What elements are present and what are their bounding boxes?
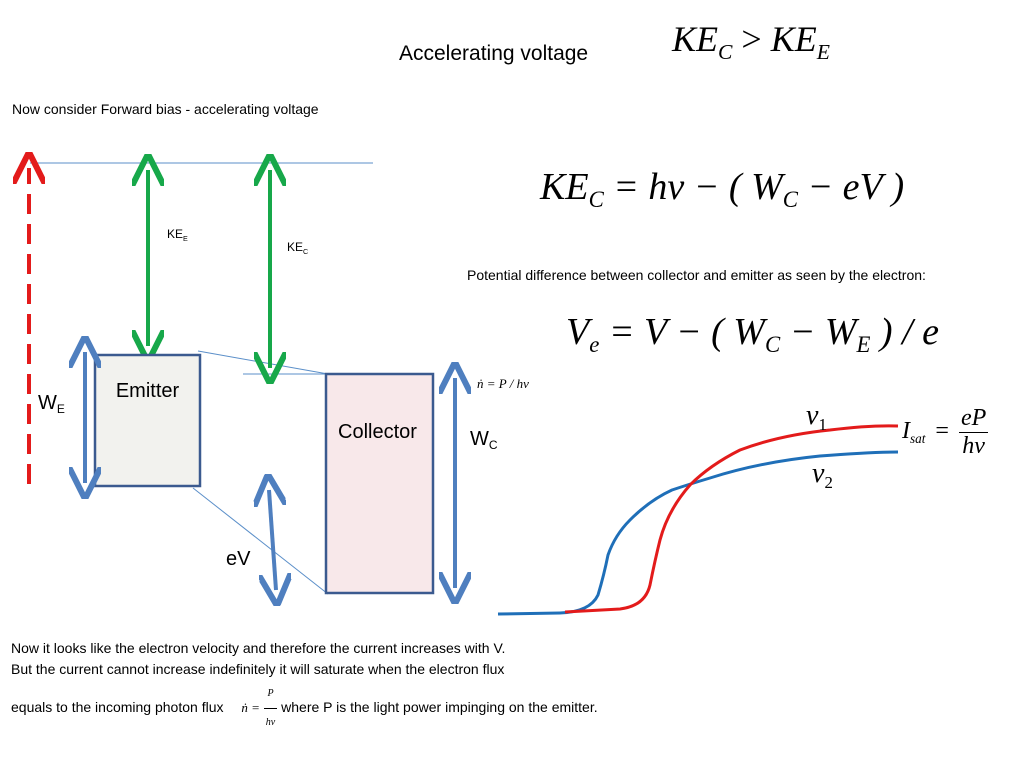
ke-c-eq-lhs-sub: C [588,186,604,212]
emitter-label: Emitter [115,380,180,402]
ke-e-label-main: KE [167,227,184,241]
nu1-label-main: ν [806,400,819,431]
wc-label: WC [470,428,498,453]
i-sat-equation: Isat = eP hν [902,405,989,460]
i-sat-eq: = [935,418,949,445]
i-sat-numerator: eP [958,405,989,433]
we-label-sub: E [56,402,65,417]
v-e-rhs-a: = V − ( W [608,311,765,353]
ke-compare-lhs: KE [672,19,719,59]
ke-c-equation: KEC = hν − ( WC − eV ) [540,165,905,212]
curve-nu2 [497,450,899,616]
ke-compare-rhs-sub: E [816,39,830,64]
bottom-line-3: equals to the incoming photon flux ṅ = P… [11,680,598,737]
wc-label-sub: C [488,438,498,453]
bottom-line-2: But the current cannot increase indefini… [11,661,505,677]
n-dot-small-formula: ṅ = P / hν [477,376,529,391]
collector-box [324,372,435,595]
potential-caption: Potential difference between collector a… [467,267,926,283]
v-e-lhs-sub: e [589,331,600,357]
ke-c-eq-rhs-a: = hν − ( W [613,166,783,208]
slide-subtitle: Now consider Forward bias - accelerating… [12,101,319,117]
emitter-bottom-slant-line [192,487,329,595]
ev-arrow [269,490,276,590]
bottom-line-3b: where P is the light power impinging on … [281,699,598,716]
v-e-sub-e: E [856,331,871,357]
ke-compare-op: > [741,19,762,59]
emitter-top-slant-line [197,350,329,375]
wc-label-main: W [470,428,489,450]
i-sat-denominator: hν [962,433,985,459]
bottom-fraction: P hν [263,680,278,737]
ke-c-eq-rhs-sub: C [782,186,798,212]
v-e-rhs-b: − W [789,311,857,353]
bottom-frac-den: hν [265,717,276,728]
v-e-sub-c: C [764,331,781,357]
v-e-equation: Ve = V − ( WC − WE ) / e [566,310,939,357]
nu2-label-main: ν [812,458,825,489]
ke-c-label-sub: C [303,246,309,256]
slide-title: Accelerating voltage [399,42,589,65]
ke-e-label-sub: E [183,233,188,243]
bottom-line-1: Now it looks like the electron velocity … [11,640,506,656]
curve-nu1 [564,424,899,614]
nu2-label: ν2 [812,458,833,492]
ke-c-eq-rhs-b: − eV ) [807,166,905,208]
nu2-label-sub: 2 [824,472,833,492]
collector-label: Collector [338,421,417,443]
bottom-frac-num: P [263,680,278,709]
we-label-main: W [38,392,57,414]
ke-compare-equation: KEC > KEE [672,18,830,64]
ke-c-label: KEC [287,240,309,256]
nu1-label: ν1 [806,400,827,434]
ev-label: eV [226,548,251,570]
i-sat-fraction: eP hν [958,405,989,460]
nu1-label-sub: 1 [818,414,827,434]
ke-compare-lhs-sub: C [718,39,733,64]
bottom-n-dot: ṅ = [241,700,260,716]
ke-compare-rhs: KE [770,19,817,59]
i-sat-sub: sat [910,430,926,446]
v-e-rhs-c: ) / e [879,311,939,353]
we-label: WE [38,392,65,417]
bottom-line-3a: equals to the incoming photon flux [11,699,224,716]
v-e-lhs: V [566,311,590,353]
ke-c-label-main: KE [287,240,304,254]
emitter-box [93,353,202,488]
ke-c-eq-lhs: KE [540,166,589,208]
ke-e-label: KEE [167,227,188,243]
i-sat-lhs: I [902,418,910,445]
